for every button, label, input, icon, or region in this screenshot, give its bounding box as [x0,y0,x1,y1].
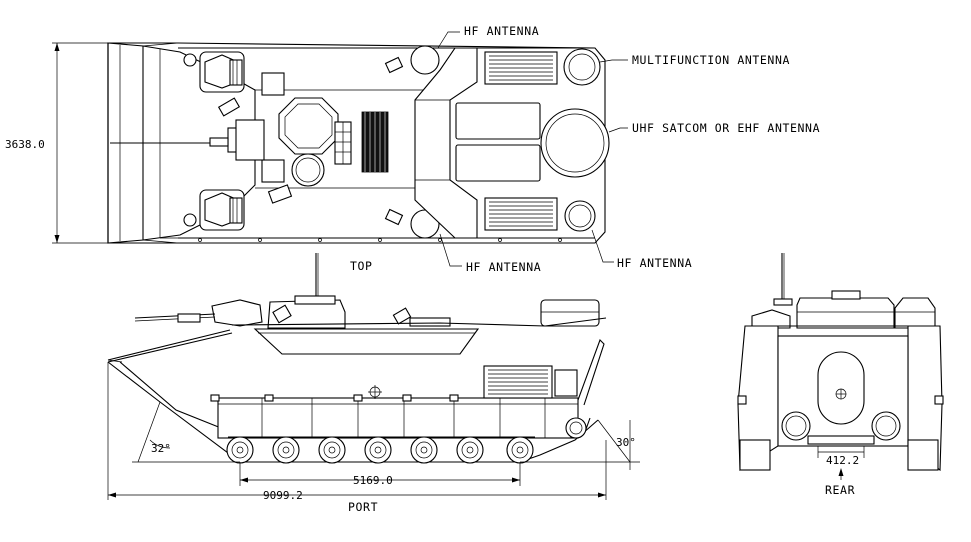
rear-view [737,253,944,480]
width-dimension-label: 3638.0 [5,138,45,151]
rear-angle-label: 30° [616,436,636,449]
port-view-label: PORT [348,500,378,514]
top-view-label: TOP [350,259,373,273]
multifunction-antenna-label: MULTIFUNCTION ANTENNA [632,53,790,67]
port-view [107,253,640,500]
grille-top [489,55,553,81]
rear-view-label: REAR [825,483,855,497]
uhf-satcom-antenna-label: UHF SATCOM OR EHF ANTENNA [632,121,820,135]
hf-antenna-label-center: HF ANTENNA [466,260,541,274]
hf-antenna-label-top: HF ANTENNA [464,24,539,38]
track-dimension-label: 5169.0 [353,474,393,487]
length-dimension-label: 9099.2 [263,489,303,502]
front-angle-label: 32° [151,442,171,455]
hf-antenna-label-right: HF ANTENNA [617,256,692,270]
grille-bottom [489,201,553,227]
top-view [52,31,628,267]
rear-width-label: 412.2 [826,454,859,467]
road-wheels [226,436,534,464]
